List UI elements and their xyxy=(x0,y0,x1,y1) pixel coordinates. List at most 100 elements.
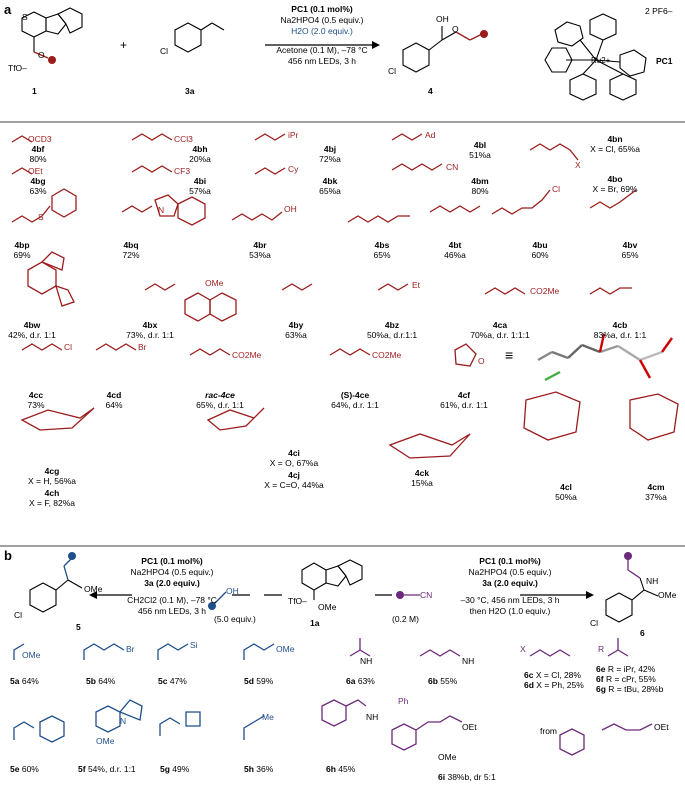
n-4bq: N xyxy=(158,205,165,215)
id-4bo: 4bo xyxy=(607,174,623,184)
r-6e: R xyxy=(598,644,605,654)
oet-cinnamate: OEt xyxy=(654,722,669,732)
id-rac-4ce: rac-4ce xyxy=(205,390,235,400)
id-4bi: 4bi xyxy=(193,176,207,186)
id-s-4ce: (S)-4ce xyxy=(340,390,370,400)
cmpd-3a: 3a xyxy=(185,86,195,96)
frag-4bl: Ad xyxy=(425,130,436,140)
yield-4cf: 61%, d.r. 1:1 xyxy=(440,400,488,410)
me-5h: Me xyxy=(262,712,274,722)
id-4bk: 4bk xyxy=(322,176,338,186)
panel-b-row2-amides xyxy=(321,699,653,756)
yield-4bu: 60% xyxy=(531,250,549,260)
yield-4cb: 83%a, d.r. 1:1 xyxy=(593,330,647,340)
id-4cj: 4cj xyxy=(288,470,300,480)
yield-4bz: 50%a, d.r.1:1 xyxy=(366,330,418,340)
yield-4ca: 70%a, d.r. 1:1:1 xyxy=(470,330,530,340)
structure-5 xyxy=(29,557,83,613)
yield-4ci: X = O, 67%a xyxy=(269,458,319,468)
yield-4cd: 64% xyxy=(105,400,123,410)
id-4cf: 4cf xyxy=(457,390,471,400)
entry-5f: 5f 54%, d.r. 1:1 xyxy=(78,764,136,774)
structure-4 xyxy=(402,26,483,73)
entry-6c: 6c X = Cl, 28% xyxy=(524,670,581,680)
id-4bv: 4bv xyxy=(622,240,638,250)
conditions-left: PC1 (0.1 mol%) Na2HPO4 (0.5 equiv.) 3a (… xyxy=(127,556,217,616)
oh-4br: OH xyxy=(284,204,297,214)
entry-6h: 6h 45% xyxy=(326,764,356,774)
yield-4bk: 65%a xyxy=(319,186,341,196)
ome-5d: OMe xyxy=(276,644,295,654)
id-4ch: 4ch xyxy=(44,488,60,498)
et-4bz: Et xyxy=(412,280,421,290)
id-4bs: 4bs xyxy=(374,240,390,250)
from-label: from xyxy=(540,726,557,736)
yield-4bv: 65% xyxy=(621,250,639,260)
nh-6b: NH xyxy=(462,656,475,666)
yield-4bg: 63% xyxy=(29,186,47,196)
o-4cf: O xyxy=(478,356,485,366)
frag-4bh: CCl3 xyxy=(174,134,193,144)
cl-5: Cl xyxy=(14,610,23,620)
yield-4bp: 69% xyxy=(13,250,31,260)
id-4bn: 4bn xyxy=(607,134,623,144)
yield-s-4ce: 64%, d.r. 1:1 xyxy=(331,400,379,410)
yield-4by: 63%a xyxy=(285,330,307,340)
id-4bz: 4bz xyxy=(384,320,400,330)
id-4by: 4by xyxy=(288,320,304,330)
nitrile-conc: (0.2 M) xyxy=(392,614,419,624)
yield-4bl: 51%a xyxy=(469,150,491,160)
s-label: S xyxy=(22,12,28,22)
frag-4bk: Cy xyxy=(288,164,299,174)
entry-5d: 5d 59% xyxy=(244,676,274,686)
yield-4bq: 72% xyxy=(122,250,140,260)
id-4cd: 4cd xyxy=(106,390,122,400)
cmpd-5: 5 xyxy=(76,622,81,632)
id-4bp: 4bp xyxy=(14,240,30,250)
yield-4bm: 80% xyxy=(471,186,489,196)
nh-6a: NH xyxy=(360,656,373,666)
oh-label: OH xyxy=(436,14,449,24)
yield-4bs: 65% xyxy=(373,250,391,260)
id-4bl: 4bl xyxy=(473,140,487,150)
x-6c: X xyxy=(520,644,526,654)
cl-label-4: Cl xyxy=(388,66,397,76)
frag-4bf: OCD3 xyxy=(28,134,52,144)
pc1-label: PC1 xyxy=(656,56,673,66)
yield-4cl: 50%a xyxy=(555,492,577,502)
id-4ck: 4ck xyxy=(414,468,430,478)
o-label-4: O xyxy=(452,24,459,34)
structure-1a xyxy=(301,559,363,600)
entry-6b: 6b 55% xyxy=(428,676,458,686)
br-5b: Br xyxy=(126,644,135,654)
cn-reagent: CN xyxy=(420,590,433,600)
entry-5b: 5b 64% xyxy=(86,676,116,686)
yield-4cm: 37%a xyxy=(645,492,667,502)
yield-4cc: 73% xyxy=(27,400,45,410)
yield-4bn: X = Cl, 65%a xyxy=(590,144,640,154)
frag-4bj: iPr xyxy=(288,130,299,140)
yield-4bh: 20%a xyxy=(189,154,211,164)
entry-6i: 6i 38%b, dr 5:1 xyxy=(438,772,496,782)
n-5f: N xyxy=(120,716,127,726)
yield-4br: 53%a xyxy=(249,250,271,260)
entry-6f: 6f R = cPr, 55% xyxy=(596,674,656,684)
yield-4bo: X = Br, 69% xyxy=(592,184,638,194)
co2me-4ca: CO2Me xyxy=(530,286,560,296)
id-4cc: 4cc xyxy=(28,390,44,400)
panel-a-label: a xyxy=(4,2,12,17)
id-4bu: 4bu xyxy=(532,240,548,250)
structure-pc1 xyxy=(544,13,647,101)
br-4cd: Br xyxy=(138,342,147,352)
entry-6a: 6a 63% xyxy=(346,676,375,686)
substituent-dot xyxy=(48,56,56,64)
row4-structures xyxy=(21,343,477,367)
cmpd-4: 4 xyxy=(428,86,433,96)
id-4cl: 4cl xyxy=(560,482,572,492)
yield-4ck: 15%a xyxy=(411,478,433,488)
row2-structures xyxy=(11,188,637,226)
id-4bm: 4bm xyxy=(471,176,489,186)
id-4ci: 4ci xyxy=(288,448,300,458)
id-4br: 4br xyxy=(253,240,267,250)
